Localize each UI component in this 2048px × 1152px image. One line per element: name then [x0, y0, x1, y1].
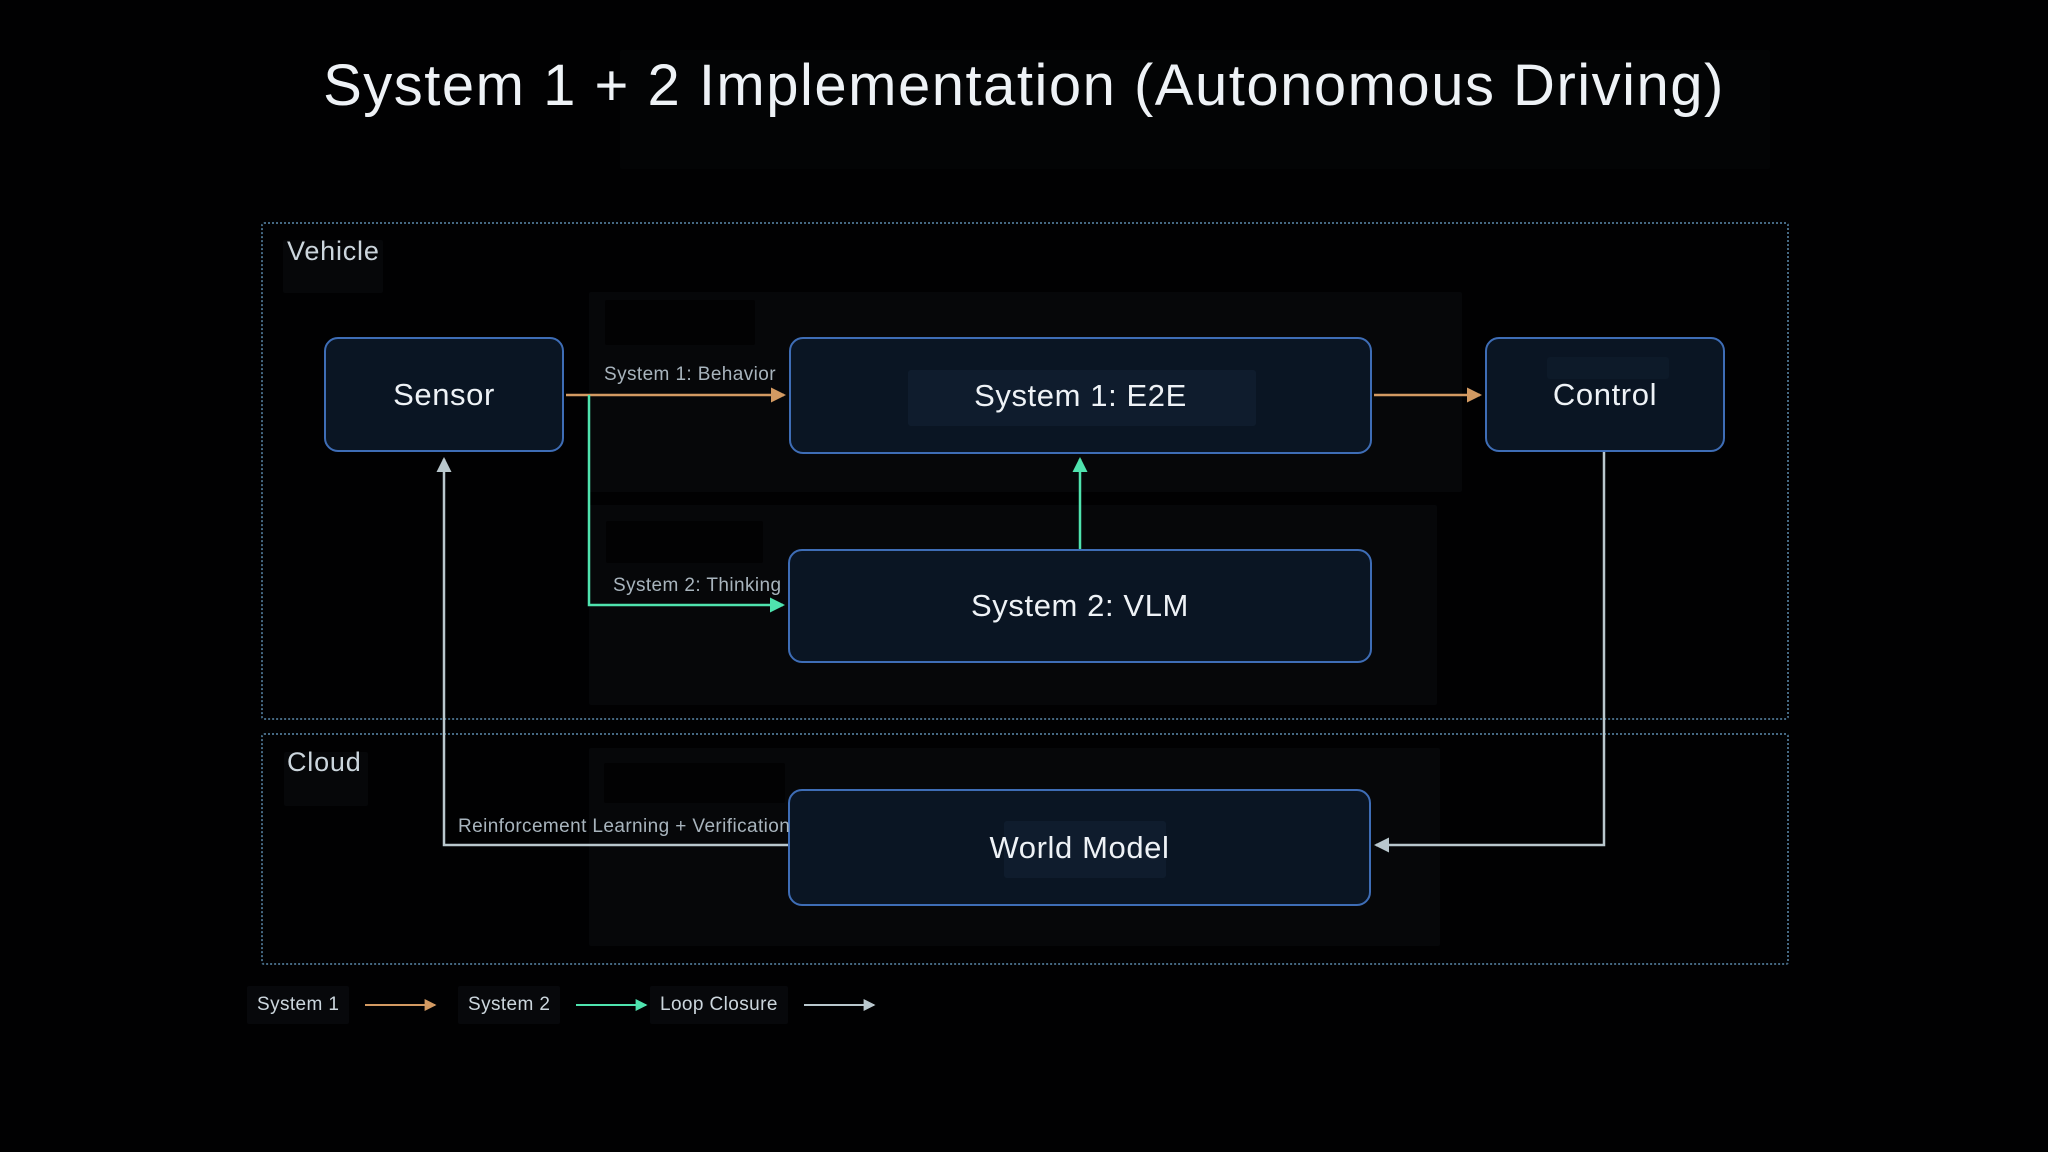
node-world-model: World Model — [788, 789, 1371, 906]
node-sensor-label: Sensor — [393, 376, 495, 412]
legend-system2-label: System 2 — [458, 986, 561, 1024]
node-system2-vlm: System 2: VLM — [788, 549, 1372, 663]
node-system1-e2e-label: System 1: E2E — [974, 377, 1187, 413]
vehicle-container-label: Vehicle — [287, 236, 380, 266]
vehicle-container: Vehicle — [261, 222, 1789, 720]
page-title: System 1 + 2 Implementation (Autonomous … — [323, 53, 1725, 118]
legend-item-system1: System 1 — [247, 986, 445, 1024]
background-panel — [284, 752, 368, 806]
node-control-label: Control — [1552, 376, 1658, 412]
legend-loop-closure-arrow-icon — [803, 999, 876, 1011]
legend-system1-label: System 1 — [247, 986, 350, 1024]
node-system1-e2e: System 1: E2E — [789, 337, 1372, 454]
node-sensor: Sensor — [324, 337, 564, 452]
cloud-container-label: Cloud — [287, 747, 362, 777]
legend-system1-arrow-icon — [365, 999, 438, 1011]
edge-label-rl-verification: Reinforcement Learning + Verification — [458, 816, 791, 837]
legend-system2-arrow-icon — [576, 999, 649, 1011]
legend-item-system2: System 2 — [458, 986, 656, 1024]
legend-loop-closure-label: Loop Closure — [650, 986, 788, 1024]
node-system2-vlm-label: System 2: VLM — [971, 588, 1189, 623]
edge-label-system1-behavior: System 1: Behavior — [604, 364, 776, 385]
legend-item-loop-closure: Loop Closure — [650, 986, 884, 1024]
node-world-model-label: World Model — [989, 829, 1170, 865]
cloud-container: Cloud — [261, 733, 1789, 965]
redacted-block — [605, 300, 755, 345]
background-panel — [283, 240, 383, 293]
node-control: Control — [1485, 337, 1725, 452]
edge-label-system2-thinking: System 2: Thinking — [613, 575, 782, 596]
